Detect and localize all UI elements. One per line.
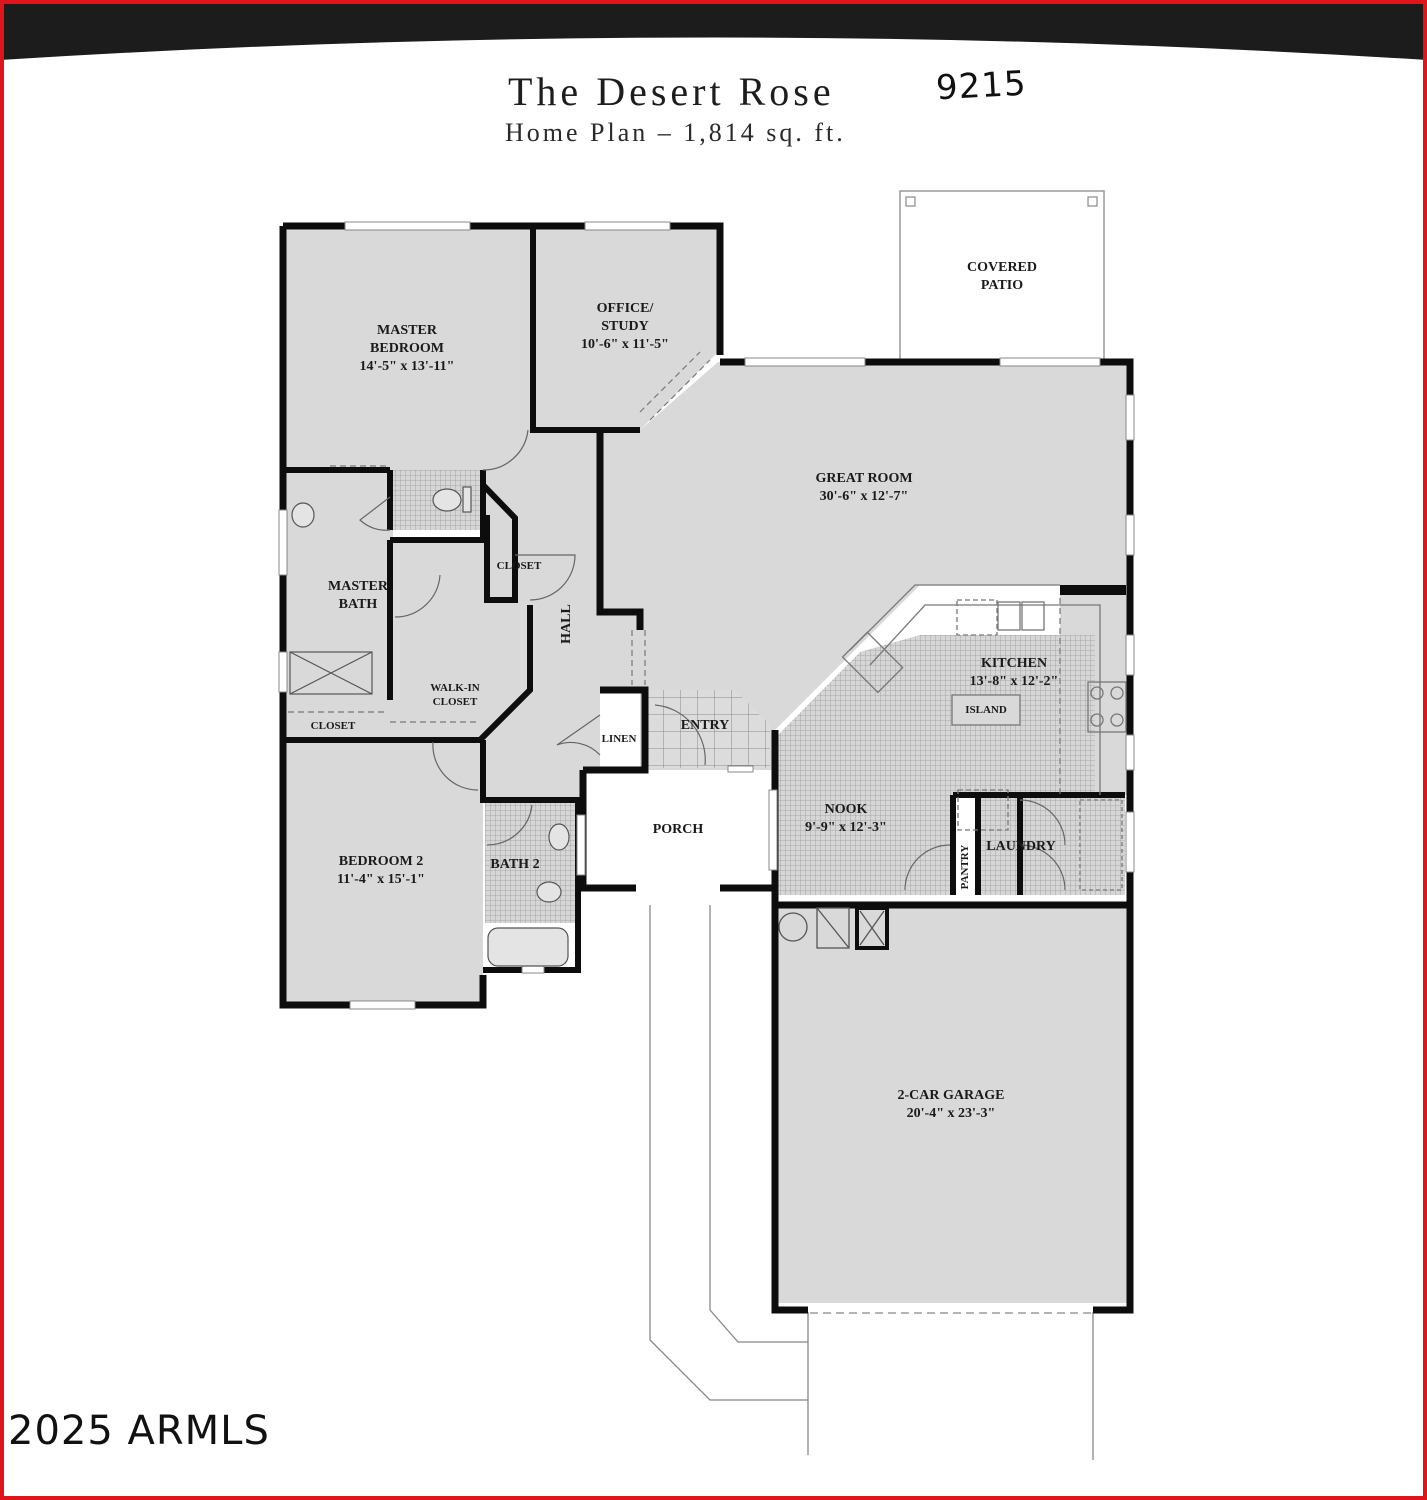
room-kitchen: KITCHEN 13'-8" x 12'-2" — [970, 655, 1059, 691]
room-dimensions: 13'-8" x 12'-2" — [969, 674, 1059, 689]
room-name: NOOK — [824, 802, 868, 817]
room-master-bedroom: MASTER BEDROOM 14'-5" x 13'-11" — [360, 322, 455, 376]
kitchen-counters — [841, 584, 1127, 891]
room-name: ENTRY — [680, 718, 730, 733]
room-name: WALK-IN — [430, 682, 480, 694]
room-bath-2: BATH 2 — [490, 856, 539, 874]
room-name: BEDROOM — [370, 341, 444, 356]
room-name: CLOSET — [432, 696, 478, 708]
room-covered-patio: COVERED PATIO — [967, 259, 1037, 295]
room-dimensions: 9'-9" x 12'-3" — [805, 820, 887, 835]
room-name: OFFICE/ — [596, 301, 654, 316]
top-dark-banner — [0, 0, 1427, 60]
room-dimensions: 30'-6" x 12'-7" — [819, 489, 909, 504]
room-name: MASTER — [377, 323, 437, 338]
armls-watermark: 2025 ARMLS — [8, 1408, 270, 1454]
room-name: BATH 2 — [490, 857, 540, 872]
plan-title: The Desert Rose — [508, 69, 835, 114]
entry-tile — [645, 690, 770, 768]
room-master-bath: MASTER BATH — [328, 578, 388, 614]
bath2-toilet — [536, 881, 562, 903]
room-name: 2-CAR GARAGE — [897, 1088, 1005, 1103]
bath-fixtures — [289, 486, 570, 967]
room-name: PATIO — [980, 278, 1024, 293]
windows — [278, 221, 1135, 1010]
room-name: CLOSET — [310, 720, 356, 732]
room-laundry: LAUNDRY — [986, 838, 1056, 856]
room-hall: HALL — [558, 604, 576, 644]
door-swings — [359, 429, 1066, 891]
plan-subtitle: Home Plan – 1,814 sq. ft. — [505, 118, 846, 147]
room-name: BATH — [338, 597, 378, 612]
room-name: COVERED — [966, 260, 1038, 275]
room-bedroom2-closet: CLOSET — [311, 719, 356, 733]
room-pantry: PANTRY — [958, 845, 972, 890]
room-name: KITCHEN — [980, 656, 1048, 671]
room-porch: PORCH — [653, 821, 704, 839]
garage-fixtures — [778, 906, 889, 950]
room-name: LINEN — [601, 733, 637, 745]
bath2-tub — [487, 927, 569, 967]
patio-post-icon — [905, 196, 1098, 207]
room-name: BEDROOM 2 — [338, 854, 424, 869]
room-2-car-garage: 2-CAR GARAGE 20'-4" x 23'-3" — [898, 1087, 1005, 1123]
room-dimensions: 14'-5" x 13'-11" — [359, 359, 455, 374]
room-dimensions: 10'-6" x 11'-5" — [581, 337, 669, 352]
room-office-study: OFFICE/ STUDY 10'-6" x 11'-5" — [581, 300, 669, 354]
room-bedroom-2: BEDROOM 2 11'-4" x 15'-1" — [337, 853, 425, 889]
water-heater-icon — [778, 912, 808, 942]
room-entry: ENTRY — [681, 717, 730, 735]
room-dimensions: 11'-4" x 15'-1" — [337, 872, 425, 887]
room-name: PANTRY — [959, 844, 971, 890]
room-linen: LINEN — [602, 732, 637, 746]
dashed-openings — [288, 351, 1061, 795]
room-dimensions: 20'-4" x 23'-3" — [906, 1106, 996, 1121]
room-great-room: GREAT ROOM 30'-6" x 12'-7" — [815, 470, 912, 506]
room-name: GREAT ROOM — [815, 471, 913, 486]
room-name: HALL — [559, 604, 574, 644]
porch-area — [585, 770, 773, 888]
master-sink — [291, 502, 315, 528]
bath2-sink — [548, 823, 570, 851]
room-walk-in-closet: WALK-IN CLOSET — [430, 681, 480, 709]
room-name: STUDY — [601, 319, 649, 334]
room-name: PORCH — [652, 822, 704, 837]
room-name: CLOSET — [496, 560, 542, 572]
laundry-tile — [1020, 795, 1125, 895]
walkway-lines — [649, 905, 1094, 1460]
kitchen-island: ISLAND — [965, 703, 1007, 717]
room-name: LAUNDRY — [986, 839, 1056, 854]
room-hall-closet: CLOSET — [497, 559, 542, 573]
room-name: ISLAND — [965, 704, 1007, 716]
room-name: MASTER — [328, 579, 388, 594]
room-nook: NOOK 9'-9" x 12'-3" — [805, 801, 887, 837]
bath2-tile — [485, 803, 577, 923]
master-toilet — [432, 488, 462, 512]
